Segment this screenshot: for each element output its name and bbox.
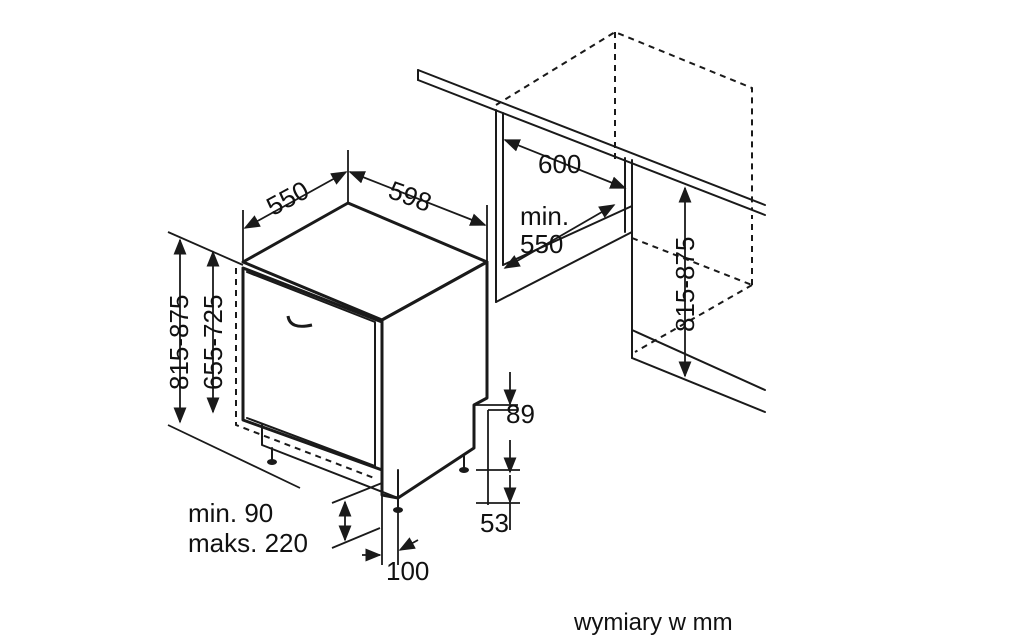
dim-foot-label: 53 bbox=[480, 508, 509, 538]
dim-plinth-gap-line2: maks. 220 bbox=[188, 528, 308, 558]
dim-niche-width-label: 600 bbox=[538, 149, 581, 179]
dim-niche-depth-line2: 550 bbox=[520, 229, 563, 259]
foot bbox=[267, 447, 277, 465]
dimension-lines bbox=[167, 139, 692, 565]
dim-plinth-gap-line1: min. 90 bbox=[188, 498, 273, 528]
dim-niche-depth-line1: min. bbox=[520, 201, 569, 231]
dim-total-height-label: 815-875 bbox=[164, 295, 194, 390]
dishwasher-body bbox=[235, 201, 489, 513]
foot bbox=[393, 497, 403, 513]
dim-plinth-label: 89 bbox=[506, 399, 535, 429]
foot bbox=[459, 454, 469, 473]
dim-niche-height-label: 815-875 bbox=[670, 237, 700, 332]
dim-plinth-offset-label: 100 bbox=[386, 556, 429, 586]
units-note: wymiary w mm bbox=[573, 609, 733, 636]
dim-front-height-label: 655-725 bbox=[198, 295, 228, 390]
dim-width-label: 598 bbox=[385, 175, 436, 218]
